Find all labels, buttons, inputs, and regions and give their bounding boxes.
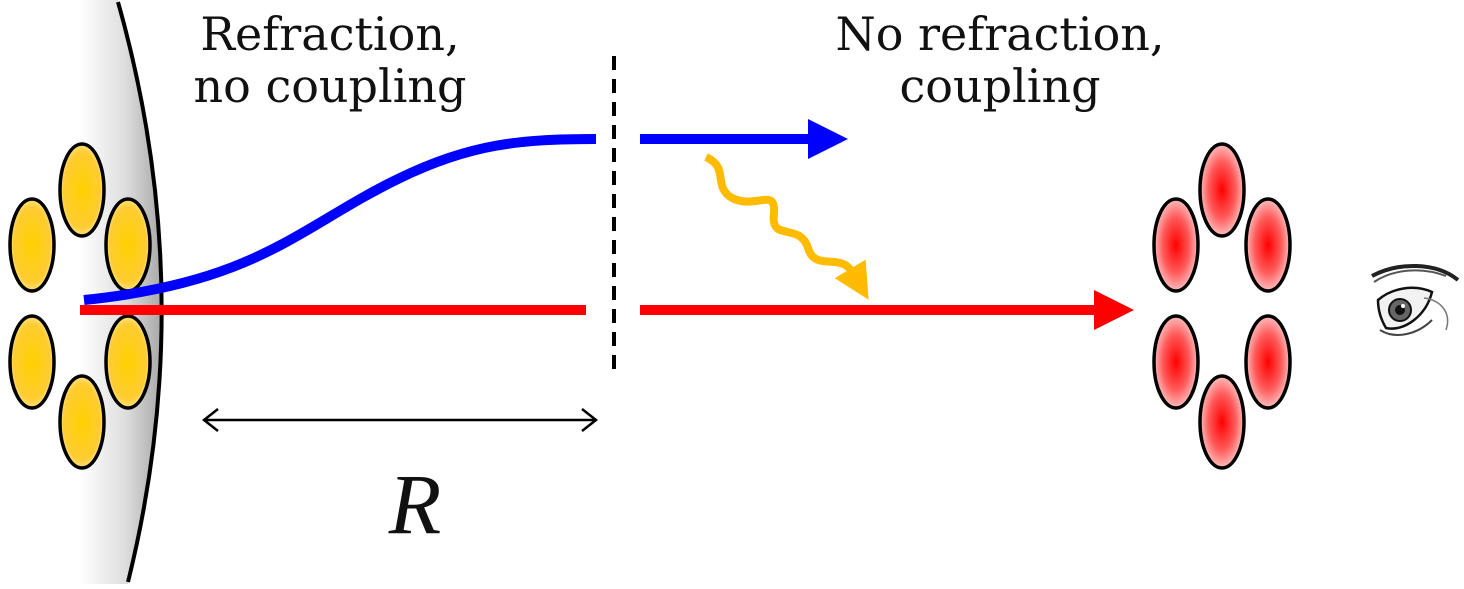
source-blob xyxy=(58,142,106,238)
eye-icon xyxy=(1371,264,1460,336)
label-coupling-region: No refraction, coupling xyxy=(830,8,1170,112)
source-blob xyxy=(104,197,152,293)
detector-blob xyxy=(1244,314,1292,410)
wavy-photon-arrow xyxy=(704,153,869,300)
detector-blob xyxy=(1198,374,1246,470)
detector-blob xyxy=(1152,314,1200,410)
detector-ring xyxy=(1152,142,1292,470)
blue-ray-curve xyxy=(83,134,597,305)
label-left-line2: no coupling xyxy=(193,59,467,113)
detector-blob xyxy=(1244,197,1292,293)
detector-blob xyxy=(1152,197,1200,293)
double-arrow-icon xyxy=(201,408,599,432)
label-left-line1: Refraction, xyxy=(200,7,460,61)
label-right-line1: No refraction, xyxy=(835,7,1165,61)
detector-blob xyxy=(1198,142,1246,238)
source-blob xyxy=(104,314,152,410)
source-blob xyxy=(58,374,106,470)
source-blob xyxy=(8,314,56,410)
distance-label: R xyxy=(388,456,442,552)
label-right-line2: coupling xyxy=(899,59,1101,113)
source-ring xyxy=(8,142,152,470)
label-refraction-region: Refraction, no coupling xyxy=(180,8,480,112)
source-blob xyxy=(8,197,56,293)
